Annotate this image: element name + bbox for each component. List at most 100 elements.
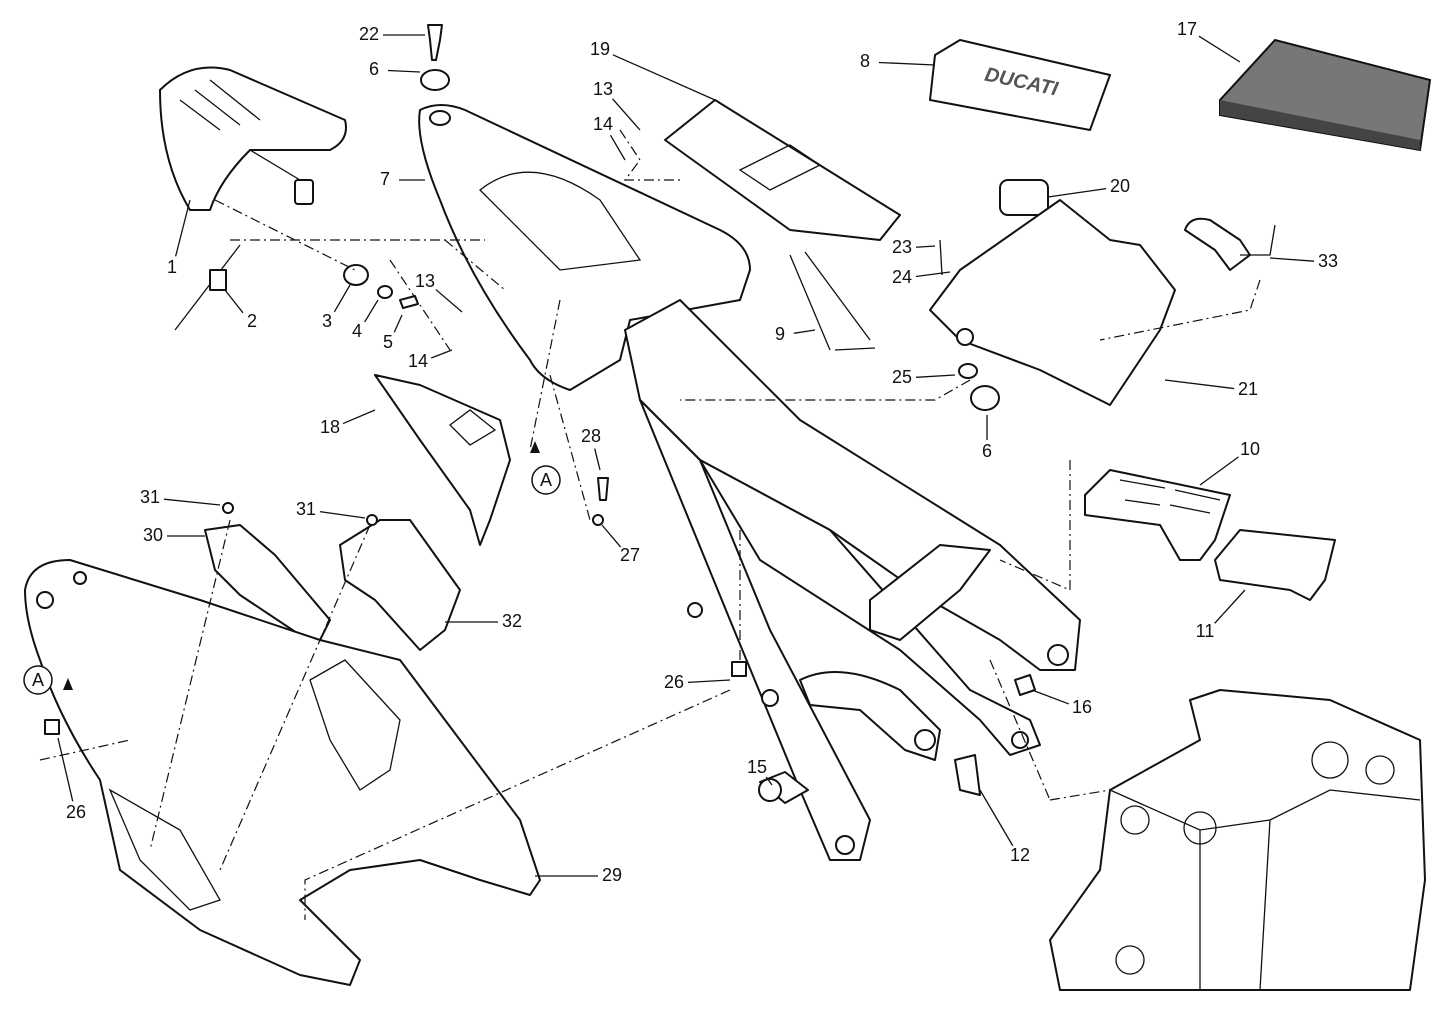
callout-7: 7 <box>380 169 425 189</box>
callout-number: 26 <box>664 672 684 692</box>
leader-line <box>1199 456 1239 486</box>
callout-number: 23 <box>892 237 912 257</box>
callout-18: 18 <box>320 409 376 437</box>
callout-number: 16 <box>1072 697 1092 717</box>
callout-15: 15 <box>747 757 773 786</box>
callout-33: 33 <box>1269 251 1338 271</box>
callout-number: 25 <box>892 367 912 387</box>
callout-28: 28 <box>581 426 601 471</box>
leader-line <box>1164 379 1235 390</box>
callout-30: 30 <box>143 525 205 545</box>
leader-line <box>1198 35 1241 63</box>
leader-line <box>1269 257 1315 262</box>
leader-line <box>163 498 221 506</box>
callout-number: 11 <box>1196 621 1215 641</box>
leader-line <box>224 289 244 314</box>
callout-14: 14 <box>408 349 453 371</box>
callout-24: 24 <box>892 267 951 287</box>
callout-10: 10 <box>1199 439 1260 486</box>
callout-number: 29 <box>602 865 622 885</box>
callout-31: 31 <box>140 487 221 507</box>
callout-8: 8 <box>860 51 936 71</box>
callout-number: 14 <box>593 114 613 134</box>
callout-number: 2 <box>247 311 257 331</box>
callout-number: 15 <box>747 757 767 777</box>
callout-number: 32 <box>502 611 522 631</box>
callout-20: 20 <box>1047 176 1130 198</box>
callout-22: 22 <box>359 24 425 44</box>
callout-32: 32 <box>445 611 522 631</box>
callout-number: 10 <box>1240 439 1260 459</box>
callout-13: 13 <box>415 271 463 313</box>
callout-12: 12 <box>979 789 1030 865</box>
callout-21: 21 <box>1164 379 1258 399</box>
leader-line <box>1047 188 1107 198</box>
callout-1: 1 <box>167 199 191 277</box>
leader-line <box>319 510 366 519</box>
callout-27: 27 <box>601 524 640 565</box>
leader-line <box>364 299 379 323</box>
callout-number: 26 <box>66 802 86 822</box>
leader-line <box>387 69 421 73</box>
callout-number: 24 <box>892 267 912 287</box>
leader-line <box>601 524 622 548</box>
leader-line <box>435 289 463 313</box>
leader-line <box>612 98 641 131</box>
callout-number: 27 <box>620 545 640 565</box>
callout-number: 33 <box>1318 251 1338 271</box>
callout-number: 12 <box>1010 845 1030 865</box>
leader-line <box>174 199 191 257</box>
engine-block <box>1049 689 1426 991</box>
callout-5: 5 <box>383 314 403 352</box>
callout-number: 5 <box>383 332 393 352</box>
tail-light <box>159 66 347 211</box>
view-marker-a: A <box>530 441 561 495</box>
callout-9: 9 <box>775 324 816 344</box>
arrow-icon <box>63 678 73 690</box>
callout-number: 31 <box>140 487 160 507</box>
callout-4: 4 <box>352 299 379 341</box>
callout-number: 3 <box>322 311 332 331</box>
part-drawings: DUCATI <box>24 24 1432 991</box>
callout-19: 19 <box>590 39 716 101</box>
leader-line <box>687 679 731 684</box>
leader-line <box>57 737 74 802</box>
ducati-badge <box>929 39 1111 131</box>
callout-26: 26 <box>57 737 86 822</box>
leader-line <box>342 409 376 425</box>
callout-25: 25 <box>892 367 956 387</box>
assembly-dash-lines <box>39 129 1261 920</box>
callout-number: 13 <box>593 79 613 99</box>
callout-number: 6 <box>982 441 992 461</box>
leader-line <box>979 789 1014 847</box>
callout-3: 3 <box>322 284 351 331</box>
callout-number: 19 <box>590 39 610 59</box>
callout-23: 23 <box>892 237 936 257</box>
callout-number: 6 <box>369 59 379 79</box>
leader-line <box>915 271 951 278</box>
callout-14: 14 <box>593 114 626 161</box>
callout-number: 21 <box>1238 379 1258 399</box>
undertray <box>24 559 541 986</box>
leader-line <box>430 349 453 359</box>
leader-line <box>915 245 936 248</box>
callout-11: 11 <box>1196 589 1246 641</box>
callout-number: 7 <box>380 169 390 189</box>
callout-31: 31 <box>296 499 366 519</box>
leader-line <box>793 329 816 334</box>
callout-6: 6 <box>982 415 992 461</box>
callout-number: 18 <box>320 417 340 437</box>
leader-line <box>915 374 956 378</box>
callout-number: 9 <box>775 324 785 344</box>
leader-line <box>609 134 626 161</box>
callout-number: 31 <box>296 499 316 519</box>
callout-number: 30 <box>143 525 163 545</box>
callout-17: 17 <box>1177 19 1241 63</box>
leader-line <box>594 448 601 471</box>
leader-line <box>1031 689 1070 705</box>
callout-2: 2 <box>224 289 257 331</box>
leader-line <box>612 54 716 101</box>
leader-line <box>1214 589 1246 624</box>
callout-number: 1 <box>167 257 177 277</box>
